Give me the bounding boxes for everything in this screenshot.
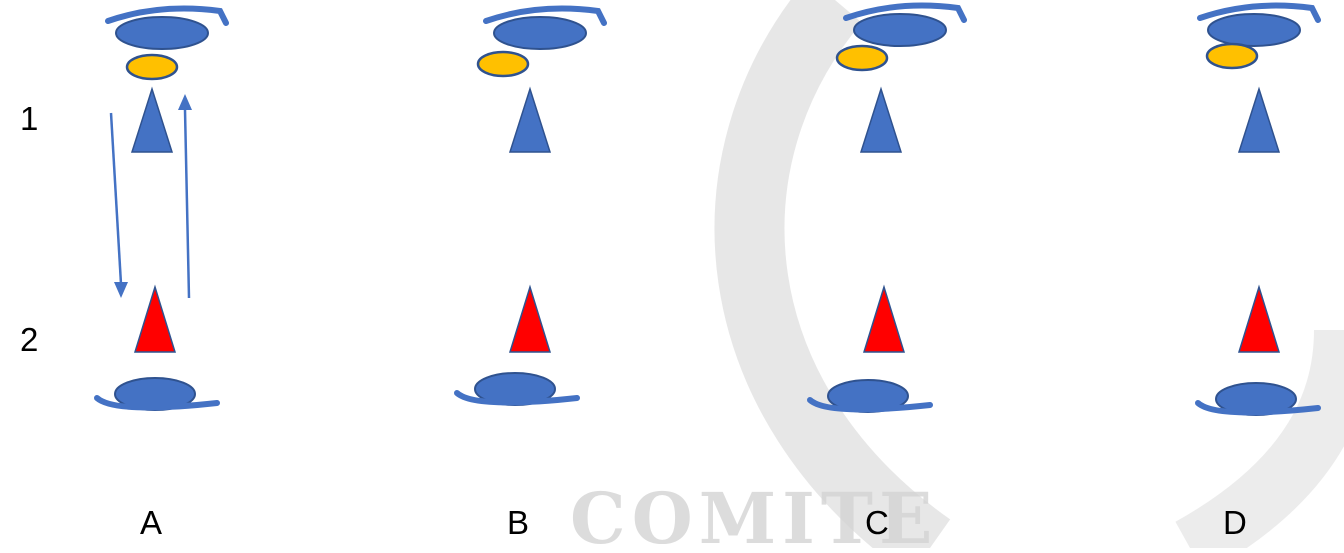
column-d	[1195, 2, 1321, 416]
player-top	[493, 16, 587, 50]
column-a	[94, 5, 229, 411]
diagram-pieces	[94, 2, 1321, 416]
player-bottom-arm	[94, 395, 220, 411]
player-top-arm	[483, 5, 607, 26]
arrow-up-line	[183, 109, 191, 299]
player-top	[1207, 13, 1301, 47]
ball	[125, 53, 179, 81]
player-bottom-arm	[454, 390, 580, 406]
ball	[835, 44, 889, 72]
watermark: COMITE	[570, 0, 1344, 553]
cone-row-2	[1237, 284, 1281, 353]
cone-row-1	[1237, 86, 1281, 153]
column-c	[807, 2, 967, 413]
row-label-1: 1	[20, 100, 39, 137]
watermark-arc-left	[714, 0, 951, 553]
player-top	[853, 13, 947, 47]
column-label-d: D	[1223, 504, 1247, 541]
cone-row-1	[508, 86, 552, 153]
arrow-up-head	[178, 94, 192, 110]
ball	[476, 50, 530, 78]
player-top-arm	[105, 5, 229, 26]
watermark-arc-right	[1175, 329, 1344, 553]
row-label-2: 2	[20, 321, 39, 358]
column-label-c: C	[865, 504, 889, 541]
arrow-down-line	[109, 112, 123, 285]
cone-row-2	[862, 284, 906, 353]
watermark-text: COMITE	[570, 477, 938, 548]
player-top-arm	[843, 2, 967, 23]
cone-row-2	[133, 284, 177, 353]
column-label-b: B	[507, 504, 530, 541]
player-top	[115, 16, 209, 50]
player-bottom-arm	[807, 397, 933, 413]
player-bottom-arm	[1195, 400, 1321, 416]
cone-row-2	[508, 284, 552, 353]
column-b	[454, 5, 607, 406]
player-top-arm	[1197, 2, 1321, 23]
column-label-a: A	[140, 504, 163, 541]
cone-row-1	[130, 86, 174, 153]
arrow-down-head	[114, 282, 128, 298]
ball	[1205, 42, 1259, 70]
cone-row-1	[859, 86, 903, 153]
